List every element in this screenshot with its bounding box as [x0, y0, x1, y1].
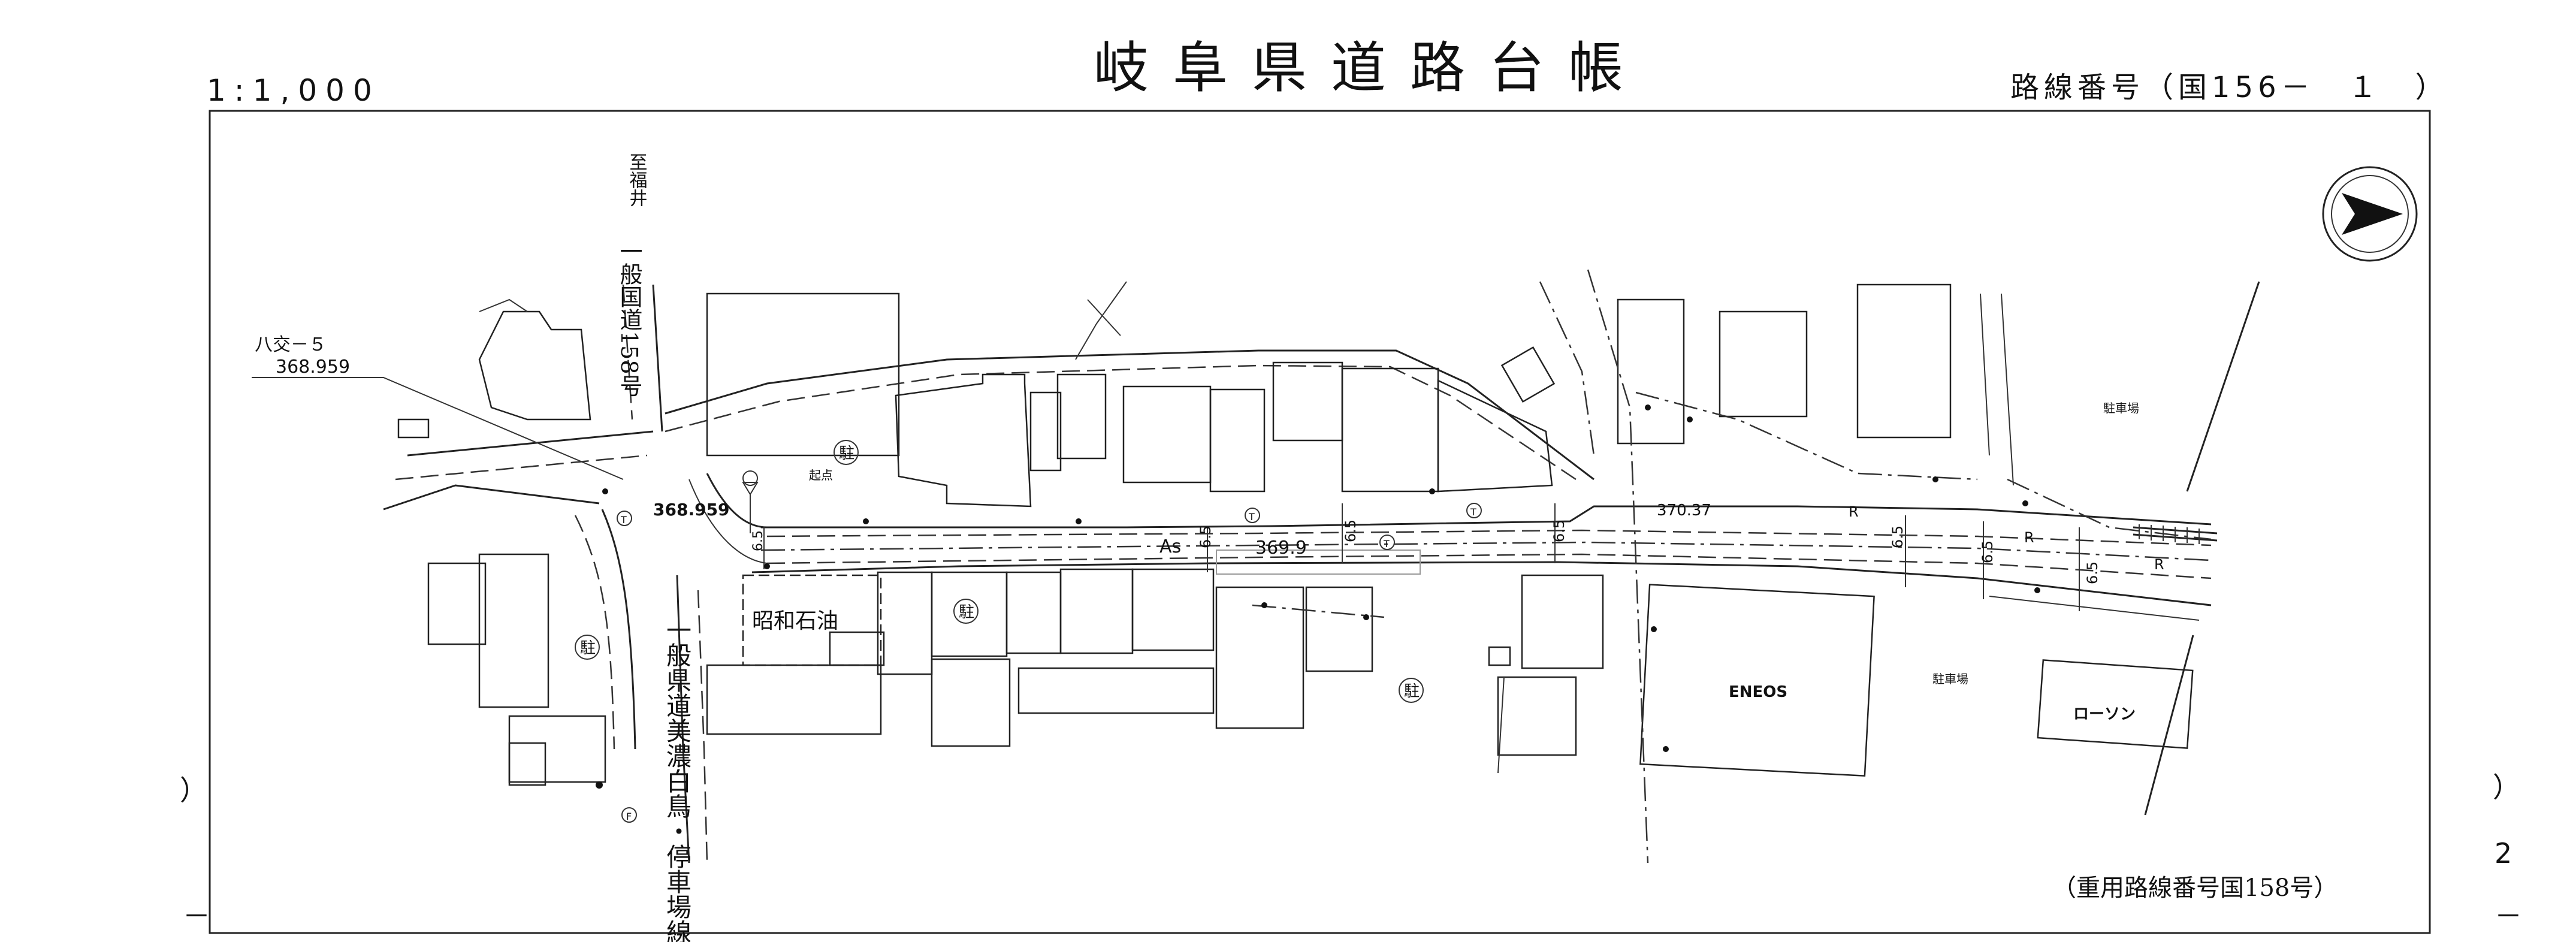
svg-text:駐: 駐 — [839, 445, 854, 463]
intersection-leader — [252, 377, 624, 480]
width-label: 6.5 — [1197, 526, 1214, 548]
right-margin-dash: － — [2495, 900, 2522, 932]
svg-text:F: F — [626, 811, 632, 822]
start-point-label: 起点 — [809, 468, 833, 482]
telephone-marks: T T T T F — [617, 503, 1482, 823]
svg-text:駐: 駐 — [1404, 683, 1420, 701]
guardrail — [2133, 524, 2218, 544]
r-mark: R — [2154, 556, 2164, 573]
parking-lot-label-2: 駐車場 — [1932, 672, 1968, 686]
lawson-label: ローソン — [2073, 705, 2136, 723]
north-arrow-icon — [2322, 166, 2418, 262]
buildings-south — [427, 553, 2200, 786]
start-point-icon — [742, 470, 759, 533]
dimension-marks — [763, 503, 2080, 611]
right-margin-number: 2 — [2495, 837, 2512, 869]
left-margin-mark: ） — [180, 774, 207, 807]
parking-symbols: 駐 駐 駐 駐 — [575, 440, 1424, 703]
station-right: 370.37 — [1657, 502, 1711, 520]
width-label: 6.5 — [1979, 541, 1996, 563]
route-number: 路線番号（国156－ １ ） — [2010, 71, 2449, 104]
main-road — [665, 281, 2260, 816]
station-left: 368.959 — [653, 500, 730, 520]
r-mark: R — [2024, 529, 2034, 546]
r-mark: R — [1849, 503, 1859, 520]
svg-text:駐: 駐 — [959, 603, 974, 621]
national-road-158-label: 一般国道158号 — [616, 240, 642, 397]
to-fukui-label: 至福井 — [626, 153, 648, 207]
width-label: 6.5 — [1551, 520, 1568, 542]
left-margin-dash: － — [183, 900, 210, 932]
parking-lot-label-1: 駐車場 — [2103, 401, 2139, 415]
scale-label: 1:1,000 — [207, 73, 380, 108]
intersection-id: 八交－５ — [255, 334, 327, 355]
svg-text:T: T — [1248, 511, 1255, 523]
svg-text:T: T — [620, 514, 627, 526]
route-158 — [383, 284, 708, 864]
svg-text:T: T — [1470, 506, 1476, 518]
surface-label: As — [1159, 536, 1181, 557]
svg-text:T: T — [1383, 538, 1390, 550]
intersection-value: 368.959 — [276, 357, 350, 378]
svg-text:駐: 駐 — [580, 639, 596, 657]
width-label: 6.5 — [1342, 520, 1359, 542]
showa-oil-label: 昭和石油 — [752, 609, 838, 633]
station-mid: 369.9 — [1255, 538, 1307, 558]
map-frame — [209, 110, 2431, 934]
prefectural-road-label: 一般県道美濃白鳥・停車場線 — [663, 617, 692, 942]
width-label: 6.5 — [751, 530, 766, 551]
width-label: 6.5 — [2084, 561, 2101, 584]
utility-poles — [596, 404, 2040, 789]
eneos-label: ENEOS — [1729, 683, 1787, 701]
buildings-north — [397, 283, 1952, 508]
page-title: 岐阜県道路台帳 — [1094, 36, 1647, 100]
width-label: 6.5 — [1889, 526, 1906, 548]
right-margin-mark: ） — [2493, 771, 2520, 804]
shared-route-label: （重用路線番号国158号） — [2052, 874, 2338, 902]
property-lines — [1075, 269, 2212, 864]
